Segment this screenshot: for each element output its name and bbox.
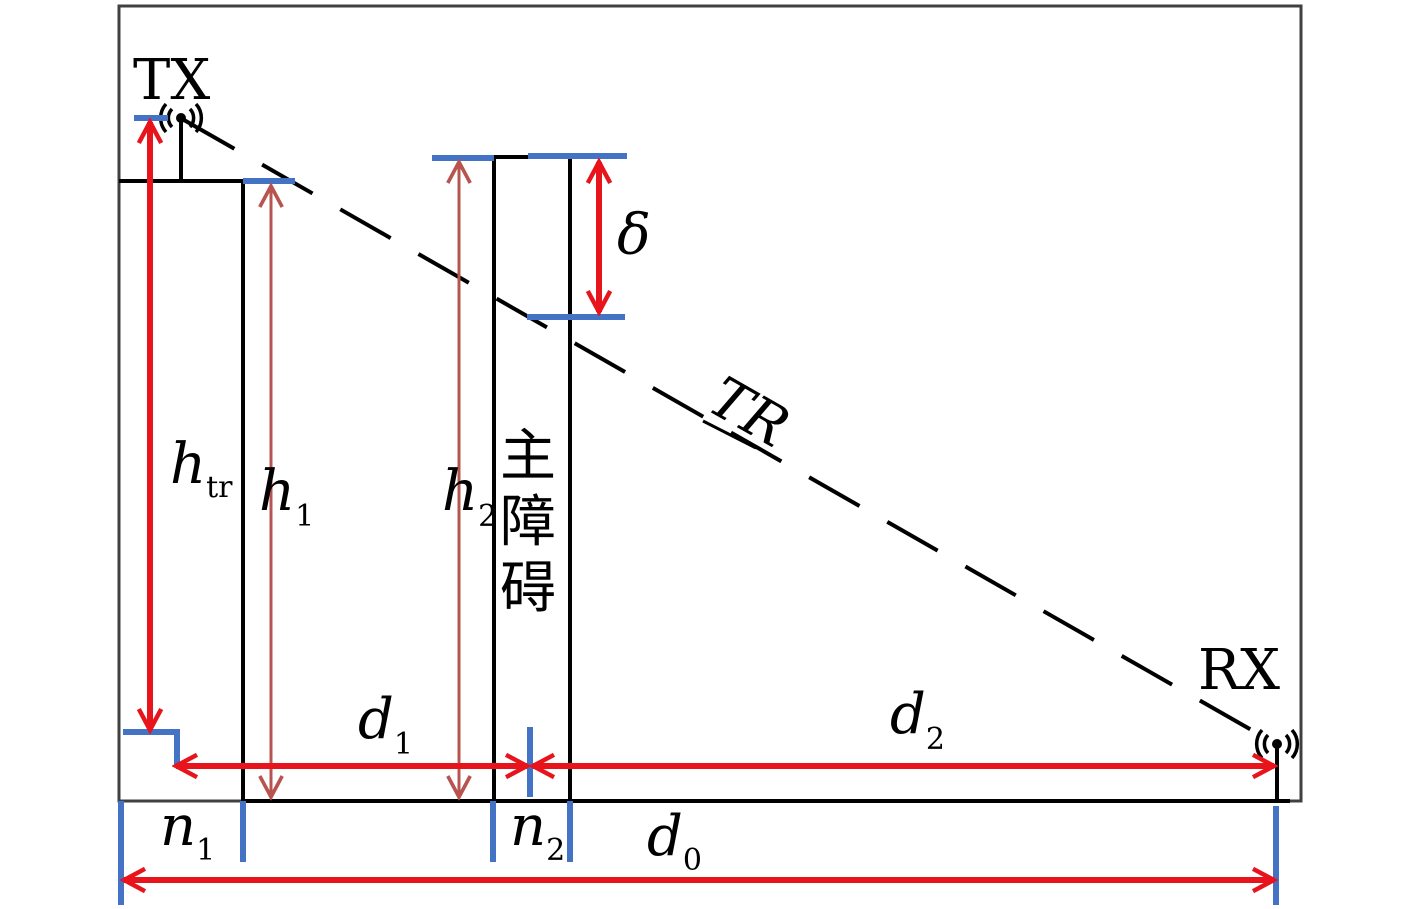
obstacle-label-1: 主: [500, 424, 556, 489]
tr-underline: [702, 419, 757, 450]
h1-label: h1: [259, 459, 314, 534]
antenna-icon: [1254, 728, 1300, 760]
htr-label: htr: [170, 432, 233, 505]
tx-label: TX: [133, 48, 210, 113]
tr-line: [183, 118, 1277, 746]
n1-label: n1: [160, 794, 215, 868]
red-dimensions: [124, 122, 1274, 880]
h2-label: h2: [442, 459, 497, 534]
rx-label: RX: [1198, 638, 1280, 703]
n2-label: n2: [510, 794, 565, 868]
d1-label: d1: [358, 687, 413, 762]
tick-htr-bottom: [123, 729, 180, 766]
delta-label: δ: [617, 203, 651, 268]
d0-label: d0: [647, 804, 702, 878]
d2-label: d2: [890, 682, 945, 757]
obstacle-label-2: 障: [500, 490, 556, 555]
obstacle-label-3: 碍: [500, 556, 556, 621]
tr-label: TR: [698, 365, 799, 461]
